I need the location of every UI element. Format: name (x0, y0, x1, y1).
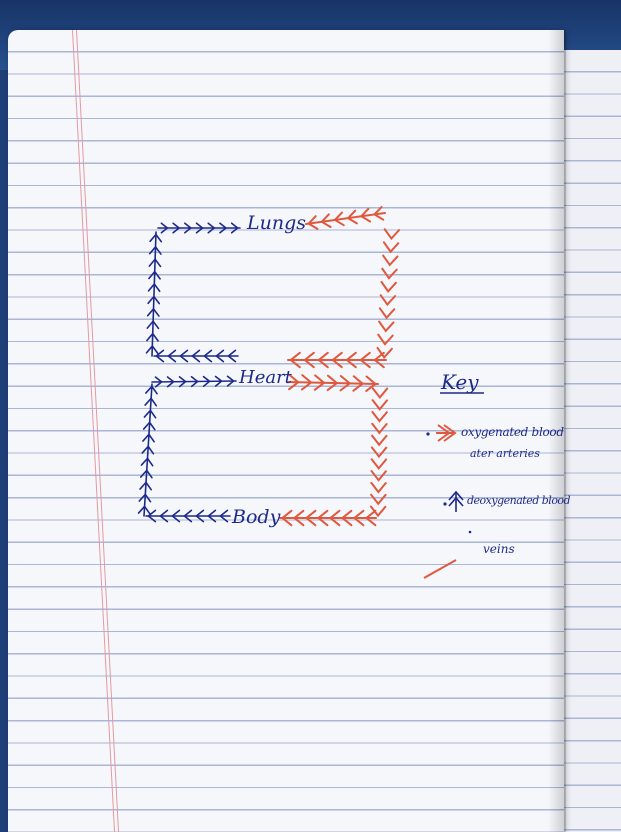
blue-arrow-icon (449, 492, 463, 512)
bullet-icon (443, 502, 446, 505)
arrow-head (379, 322, 393, 331)
arrow-head (381, 295, 395, 304)
bullet-icon (426, 432, 429, 435)
arrow-head (372, 424, 386, 433)
key-symbols (424, 425, 471, 578)
arrow-head (378, 335, 392, 344)
arrow-head (385, 229, 399, 238)
arrow-head (371, 495, 385, 504)
arrow-head (384, 242, 398, 251)
deoxygenated-arrows (139, 223, 240, 521)
arrow-head (380, 308, 394, 317)
red-arrow-icon (436, 425, 455, 441)
arrow-head (382, 282, 396, 291)
key-oxygenated-sub: ater arteries (470, 447, 540, 460)
body-label: Body (232, 506, 280, 528)
key-deoxygenated-label: deoxygenated blood (467, 494, 570, 507)
red-line-icon (424, 560, 456, 578)
arrow-head (383, 256, 397, 265)
arrow-head (372, 471, 386, 480)
arrow-line (152, 381, 236, 382)
arrow-head (371, 507, 385, 516)
key-veins-label: veins (483, 542, 515, 556)
arrow-head (372, 459, 386, 468)
oxygenated-arrows (280, 207, 399, 525)
arrow-head (371, 483, 385, 492)
key-oxygenated-label: oxygenated blood (461, 425, 564, 439)
arrow-head (373, 400, 387, 409)
arrow-line (288, 382, 378, 384)
arrow-head (373, 388, 387, 397)
lungs-label: Lungs (247, 212, 306, 234)
heart-label: Heart (239, 367, 292, 388)
arrow-head (372, 412, 386, 421)
key-title: Key (441, 370, 479, 394)
arrow-head (372, 436, 386, 445)
arrow-head (372, 447, 386, 456)
dot-icon (469, 531, 472, 534)
arrow-head (382, 269, 396, 278)
